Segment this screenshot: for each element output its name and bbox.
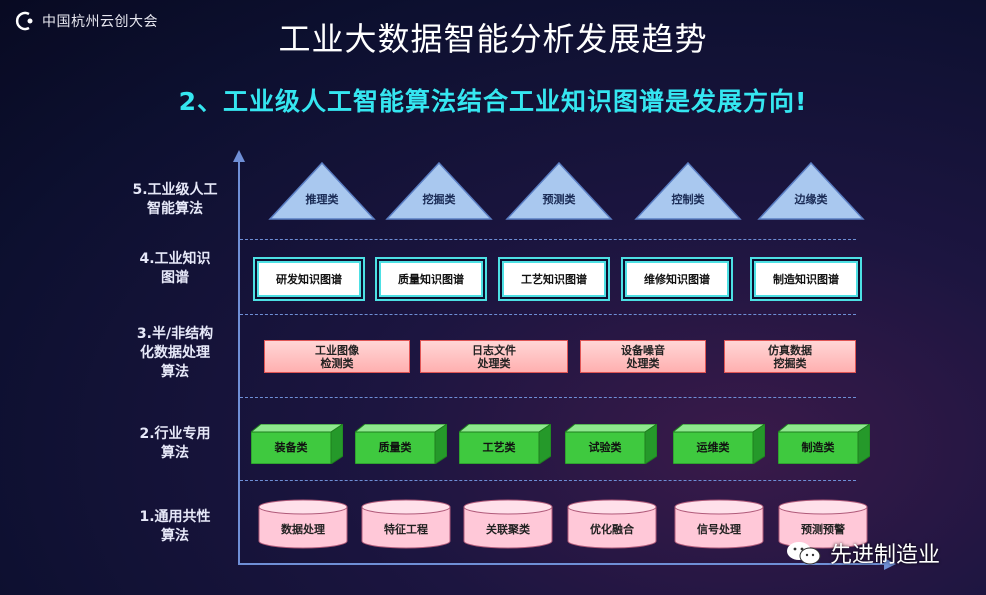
- level-4-label: 4.工业知识 图谱: [139, 251, 211, 286]
- triangle-edge: 边缘类: [757, 161, 865, 221]
- triangle-prediction: 预测类: [505, 161, 613, 221]
- industry-cube-operations: 运维类: [673, 424, 765, 464]
- logo: 中国杭州云创大会: [14, 10, 158, 32]
- kg-box-maintenance: 维修知识图谱: [623, 259, 731, 299]
- unstructured-box-log: 日志文件 处理类: [420, 340, 568, 373]
- page-subtitle: 2、工业级人工智能算法结合工业知识图谱是发展方向!: [178, 87, 808, 116]
- unstructured-box-noise: 设备噪音 处理类: [580, 340, 706, 373]
- kg-box-quality: 质量知识图谱: [377, 259, 485, 299]
- x-axis: [238, 563, 886, 565]
- level-2-label: 2.行业专用 算法: [139, 426, 211, 461]
- level-divider: [240, 239, 856, 240]
- watermark: 先进制造业: [786, 537, 940, 569]
- triangle-inference: 推理类: [268, 161, 376, 221]
- unstructured-box-image: 工业图像 检测类: [264, 340, 410, 373]
- logo-text: 中国杭州云创大会: [42, 14, 158, 30]
- triangle-label: 边缘类: [794, 193, 828, 206]
- industry-cube-equipment: 装备类: [251, 424, 343, 464]
- industry-cube-quality: 质量类: [355, 424, 447, 464]
- general-cylinder-optimization: 优化融合: [567, 499, 657, 549]
- industry-cube-manufacturing: 制造类: [778, 424, 870, 464]
- industry-cube-process: 工艺类: [459, 424, 551, 464]
- level-divider: [240, 314, 856, 315]
- triangle-mining: 挖掘类: [385, 161, 493, 221]
- general-cylinder-signal: 信号处理: [674, 499, 764, 549]
- level-5-label: 5.工业级人工 智能算法: [132, 182, 218, 217]
- y-axis: [238, 160, 240, 565]
- level-3-label: 3.半/非结构 化数据处理 算法: [136, 326, 214, 380]
- unstructured-box-simulation: 仿真数据 挖掘类: [724, 340, 856, 373]
- triangle-label: 挖掘类: [422, 193, 456, 206]
- level-1-label: 1.通用共性 算法: [139, 509, 211, 544]
- level-divider: [240, 480, 856, 481]
- triangle-label: 预测类: [542, 193, 576, 206]
- logo-icon: [15, 11, 33, 31]
- triangle-control: 控制类: [634, 161, 742, 221]
- triangle-label: 控制类: [671, 193, 705, 206]
- kg-box-rd: 研发知识图谱: [255, 259, 363, 299]
- general-cylinder-data-processing: 数据处理: [258, 499, 348, 549]
- watermark-text: 先进制造业: [830, 543, 941, 568]
- general-cylinder-warning: 预测预警: [778, 499, 868, 549]
- page-title: 工业大数据智能分析发展趋势: [278, 20, 708, 58]
- kg-box-manufacturing: 制造知识图谱: [752, 259, 860, 299]
- kg-box-process: 工艺知识图谱: [500, 259, 608, 299]
- wechat-icon: [787, 542, 821, 565]
- general-cylinder-feature-engineering: 特征工程: [361, 499, 451, 549]
- triangle-label: 推理类: [305, 193, 339, 206]
- industry-cube-test: 试验类: [565, 424, 657, 464]
- general-cylinder-clustering: 关联聚类: [463, 499, 553, 549]
- y-axis-arrow: [233, 150, 245, 162]
- level-divider: [240, 397, 856, 398]
- x-axis-arrow: [884, 558, 896, 570]
